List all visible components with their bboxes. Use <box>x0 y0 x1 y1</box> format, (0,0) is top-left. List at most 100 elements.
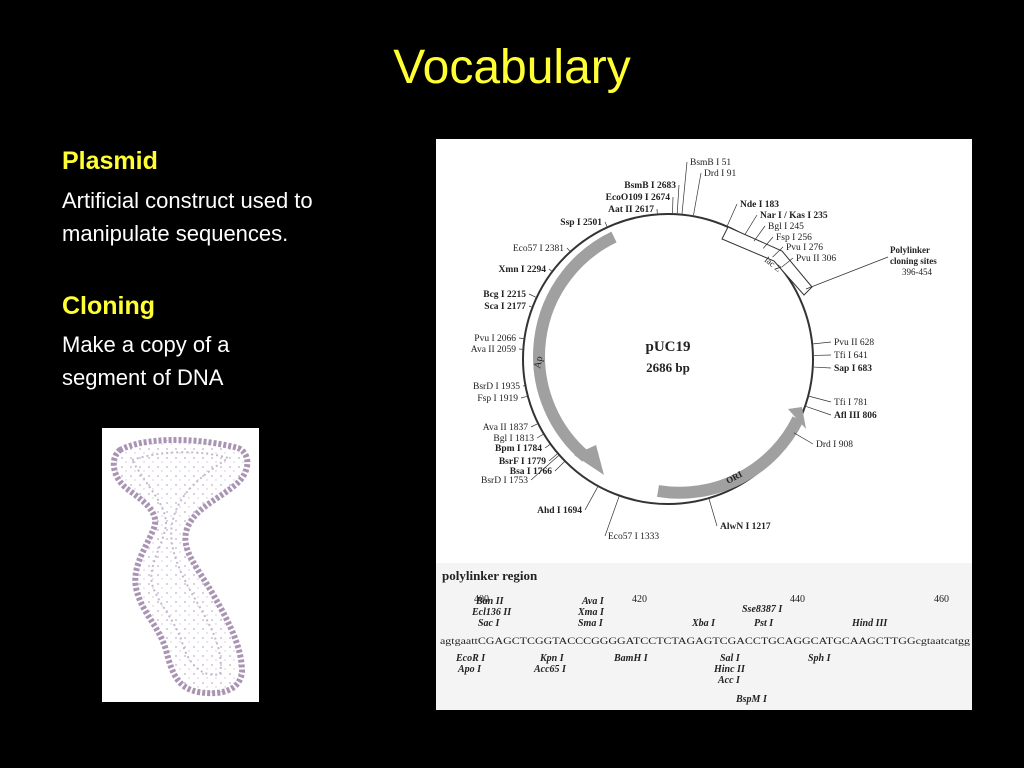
site-label: Bgl I 245 <box>768 222 804 232</box>
site-label: Pvu II 306 <box>796 254 836 264</box>
site-leader-line <box>793 432 814 445</box>
polylinker-leader <box>805 256 889 290</box>
site-label: Pvu II 628 <box>834 338 874 348</box>
site-leader-line <box>528 293 536 298</box>
site-leader-line <box>530 423 538 428</box>
polylinker-top-enzyme: Xma I <box>577 607 605 618</box>
lacz-box <box>721 226 813 296</box>
site-label: Afl III 806 <box>834 411 877 421</box>
definition-line: Make a copy of a <box>62 332 230 357</box>
plasmid-micrograph-image <box>110 437 251 697</box>
site-label: Eco57 I 1333 <box>608 532 659 542</box>
polylinker-top-enzyme: Sac I <box>478 618 501 629</box>
polylinker-bottom-enzyme: Acc65 I <box>533 664 567 675</box>
site-label: BsrD I 1935 <box>473 382 520 392</box>
site-leader-line <box>753 225 766 242</box>
site-label: Drd I 91 <box>704 169 736 179</box>
site-label: BsrF I 1779 <box>499 457 546 467</box>
polylinker-bottom-enzyme: Apo I <box>457 664 482 675</box>
site-leader-line <box>727 203 738 226</box>
site-label: Fsp I 256 <box>776 233 812 243</box>
site-leader-line <box>520 396 527 399</box>
position-420: 420 <box>632 594 647 605</box>
polylinker-title: polylinker region <box>442 568 538 583</box>
site-label: Nar I / Kas I 235 <box>760 211 828 221</box>
site-leader-line <box>676 184 680 214</box>
position-460: 460 <box>934 594 949 605</box>
polylinker-top-enzyme: Sse8387 I <box>742 604 783 615</box>
site-label: Pvu I 2066 <box>474 334 516 344</box>
polylinker-top-enzyme: Hind III <box>851 618 888 629</box>
site-label: Bpm I 1784 <box>495 444 542 454</box>
site-label: Ava II 1837 <box>483 423 528 433</box>
ap-arrowhead <box>574 445 604 475</box>
polylinker-label-line: Polylinker <box>890 245 930 255</box>
site-label: Sap I 683 <box>834 364 872 374</box>
plasmid-map-svg: Ap ORI lac Z pUC19 2686 bp Polylinker cl… <box>436 158 972 710</box>
ori-arrowhead <box>788 407 806 429</box>
position-440: 440 <box>790 594 805 605</box>
site-leader-line <box>809 395 832 403</box>
site-leader-line <box>530 455 559 481</box>
definition-line: segment of DNA <box>62 365 224 390</box>
site-leader-line <box>693 172 702 216</box>
site-label: Ava II 2059 <box>471 345 516 355</box>
site-label: Aat II 2617 <box>608 205 654 215</box>
polylinker-bottom-enzyme: EcoR I <box>455 653 486 664</box>
site-label: Bcg I 2215 <box>483 290 526 300</box>
plasmid-backbone <box>522 213 814 505</box>
site-label: Nde I 183 <box>740 200 779 210</box>
site-leader-line <box>528 305 532 308</box>
site-label: Eco57 I 2381 <box>513 244 564 254</box>
slide-title: Vocabulary <box>393 41 631 94</box>
site-leader-line <box>781 257 794 268</box>
polylinker-label-line: cloning sites <box>890 256 937 266</box>
site-leader-line <box>681 161 688 214</box>
site-leader-line <box>544 444 550 449</box>
site-leader-line <box>584 486 598 511</box>
site-leader-line <box>744 214 758 235</box>
site-label: Bsa I 1766 <box>510 467 552 477</box>
polylinker-top-enzyme: Ecl136 II <box>471 607 512 618</box>
site-leader-line <box>762 236 774 249</box>
site-leader-line <box>604 221 608 227</box>
site-leader-line <box>566 247 571 252</box>
site-label: Pvu I 276 <box>786 243 823 253</box>
site-label: Tfi I 781 <box>834 397 868 408</box>
polylinker-top-enzyme: Ban II <box>475 596 505 607</box>
polylinker-bottom-enzyme: Kpn I <box>539 653 565 664</box>
site-leader-line <box>554 461 565 472</box>
site-label: Ahd I 1694 <box>537 506 582 516</box>
site-leader-line <box>813 341 832 345</box>
polylinker-sequence: agtgaattCGAGCTCGGTACCCGGGGATCCTCTAGAGTCG… <box>440 636 970 647</box>
term-plasmid: Plasmid <box>62 147 158 175</box>
site-label: Fsp I 1919 <box>477 394 518 404</box>
site-leader-line <box>548 268 552 272</box>
polylinker-bottom-enzyme: Sal I <box>720 653 741 664</box>
site-label: Drd I 908 <box>816 440 853 450</box>
definition-line: Artificial construct used to <box>62 188 313 213</box>
site-label: Tfi I 641 <box>834 350 868 361</box>
site-leader-line <box>548 453 558 462</box>
puc19-figure: Ap ORI lac Z pUC19 2686 bp Polylinker cl… <box>436 139 972 710</box>
site-label: BsmB I 51 <box>690 158 731 168</box>
polylinker-bottom-enzyme: BspM I <box>735 694 768 705</box>
polylinker-bottom-enzyme: Sph I <box>808 653 832 664</box>
polylinker-label-line: 396-454 <box>902 267 932 277</box>
site-leader-line <box>813 366 832 369</box>
term-cloning: Cloning <box>62 292 156 320</box>
site-label: Bgl I 1813 <box>493 434 534 444</box>
polylinker-top-enzyme: Xba I <box>691 618 716 629</box>
definition-plasmid: Artificial construct used to manipulate … <box>62 184 313 250</box>
polylinker-top-enzyme: Ava I <box>581 596 605 607</box>
ap-gene-arrow <box>533 231 617 462</box>
polylinker-panel <box>436 563 972 710</box>
site-label: AlwN I 1217 <box>720 522 771 532</box>
site-label: Sca I 2177 <box>484 302 526 312</box>
site-label: Ssp I 2501 <box>560 218 602 228</box>
plasmid-size: 2686 bp <box>646 360 690 375</box>
site-label: Xmn I 2294 <box>498 265 546 275</box>
